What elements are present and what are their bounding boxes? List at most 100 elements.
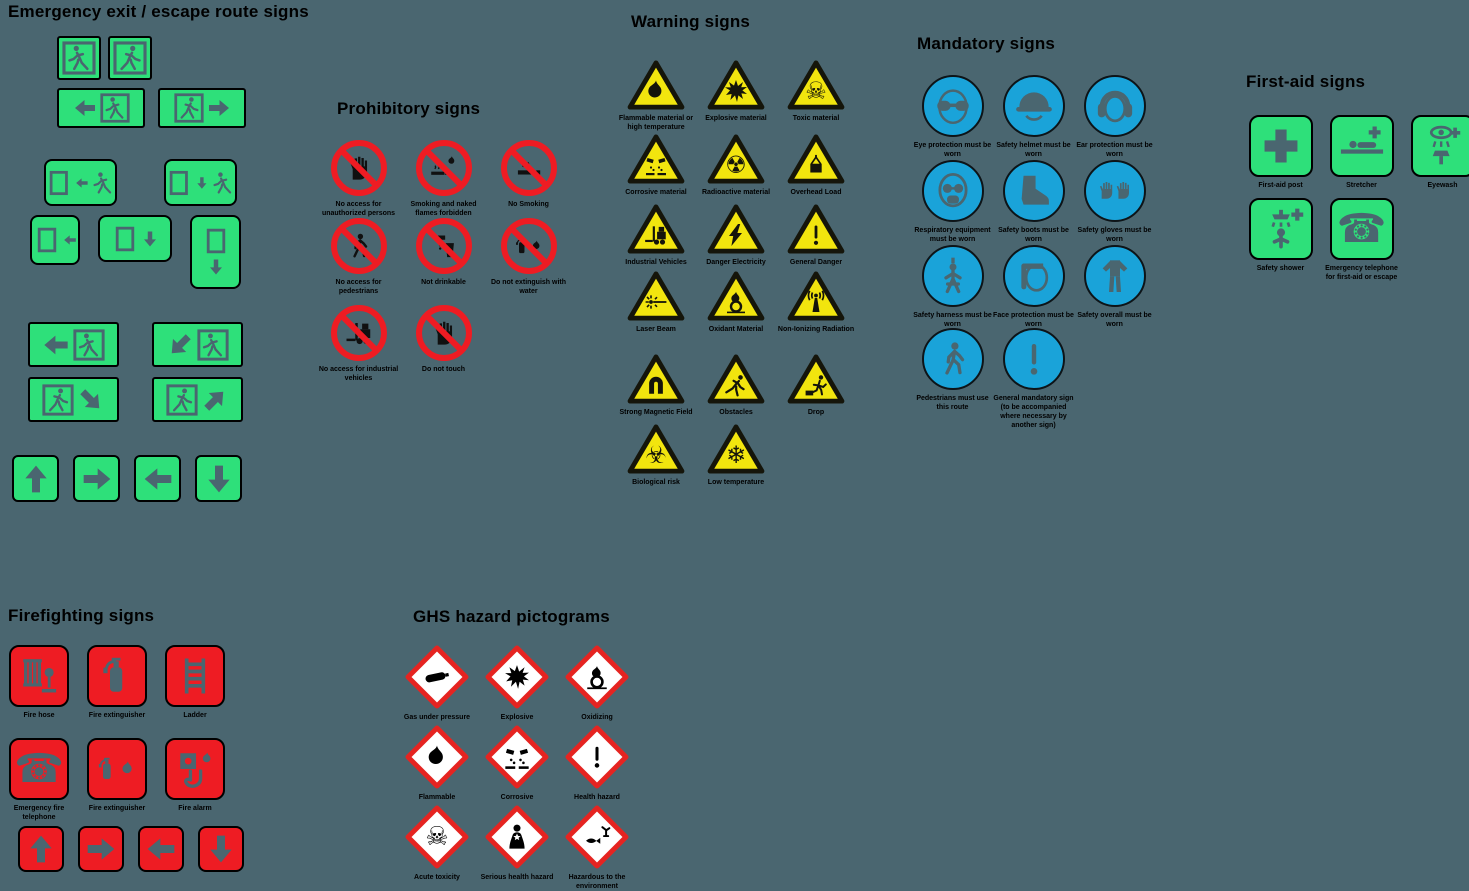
sign-explosive[interactable]	[485, 645, 549, 709]
sign-exit-man-right[interactable]	[108, 36, 152, 80]
sign-low-temperature[interactable]: ❄	[707, 424, 765, 474]
sign-fire-arrow-left[interactable]	[138, 826, 184, 872]
sign-do-not-extinguish-with-water[interactable]	[501, 218, 557, 274]
sign-arrow-right[interactable]	[73, 455, 120, 502]
sign-emergency-fire-telephone[interactable]: ☎	[9, 738, 69, 800]
sign-label: Acute toxicity	[414, 873, 460, 882]
sign-overhead-load[interactable]	[787, 134, 845, 184]
sign-industrial-vehicles[interactable]	[627, 204, 685, 254]
sign-escape-route-down-left[interactable]	[152, 322, 243, 367]
sign-door-left-arrow-runner[interactable]	[44, 159, 117, 206]
sign-door-arrow-left[interactable]	[30, 215, 80, 265]
sign-general-danger[interactable]	[787, 204, 845, 254]
sign-serious-health-hazard[interactable]	[485, 805, 549, 869]
pictogram-area	[565, 805, 629, 869]
sign-corrosive-material[interactable]	[627, 134, 685, 184]
section-title-firefighting: Firefighting signs	[8, 606, 154, 626]
pictogram-area	[32, 217, 78, 263]
sign-fire-extinguisher[interactable]	[87, 738, 147, 800]
sign-door-arrow-down[interactable]	[98, 215, 172, 262]
sign-label: Eye protection must be worn	[912, 141, 993, 159]
sign-biological-risk[interactable]: ☣	[627, 424, 685, 474]
sign-flammable[interactable]	[405, 725, 469, 789]
sign-no-smoking[interactable]	[501, 140, 557, 196]
sign-emergency-telephone-for-first-aid-or-escape[interactable]: ☎	[1330, 198, 1394, 260]
sign-door-down-arrow-runner[interactable]	[164, 159, 237, 206]
sign-fire-arrow-up[interactable]	[18, 826, 64, 872]
sign-respiratory-equipment-must-be-worn[interactable]	[922, 160, 984, 222]
shower-icon	[1258, 206, 1304, 252]
sign-eye-protection-must-be-worn[interactable]	[922, 75, 984, 137]
sign-ladder[interactable]	[165, 645, 225, 707]
sign-strong-magnetic-field[interactable]	[627, 354, 685, 404]
sign-door-arrow-down-tall[interactable]	[190, 215, 241, 289]
sign-exit-man-left[interactable]	[57, 36, 101, 80]
sign-oxidizing[interactable]	[565, 645, 629, 709]
sign-non-ionizing-radiation[interactable]	[787, 271, 845, 321]
sign-flammable-material-or-high-temperature[interactable]	[627, 60, 685, 110]
sign-cell: No access for industrial vehicles	[316, 305, 401, 383]
sign-gas-under-pressure[interactable]	[405, 645, 469, 709]
sign-pedestrians-must-use-this-route[interactable]	[922, 328, 984, 390]
sign-no-access-for-unauthorized-persons[interactable]	[331, 140, 387, 196]
sign-escape-runner-right-arrow[interactable]	[158, 88, 246, 128]
sign-no-access-for-industrial-vehicles[interactable]	[331, 305, 387, 361]
sign-oxidant-material[interactable]	[707, 271, 765, 321]
sign-fire-alarm[interactable]	[165, 738, 225, 800]
sign-label: Pedestrians must use this route	[912, 394, 993, 412]
sign-face-protection-must-be-worn[interactable]	[1003, 245, 1065, 307]
pictogram-area	[20, 828, 62, 870]
pictogram-area	[110, 38, 150, 78]
sign-not-drinkable[interactable]	[416, 218, 472, 274]
sign-eyewash[interactable]	[1411, 115, 1469, 177]
sign-safety-gloves-must-be-worn[interactable]	[1084, 160, 1146, 222]
sign-fire-extinguisher[interactable]	[87, 645, 147, 707]
sign-label: Oxidant Material	[709, 325, 763, 334]
sign-arrow-down[interactable]	[195, 455, 242, 502]
sign-escape-route-down-right[interactable]	[28, 377, 119, 422]
sign-cell: Health hazard	[557, 725, 637, 802]
sign-safety-harness-must-be-worn[interactable]	[922, 245, 984, 307]
sign-arrow-left[interactable]	[134, 455, 181, 502]
sign-corrosive[interactable]	[485, 725, 549, 789]
sign-fire-arrow-right[interactable]	[78, 826, 124, 872]
hose-icon	[18, 655, 60, 697]
sign-do-not-touch[interactable]	[416, 305, 472, 361]
sign-safety-shower[interactable]	[1249, 198, 1313, 260]
sign-cell: No access for unauthorized persons	[316, 140, 401, 218]
sign-first-aid-post[interactable]	[1249, 115, 1313, 177]
sign-smoking-and-naked-flames-forbidden[interactable]	[416, 140, 472, 196]
sign-label: Safety gloves must be worn	[1074, 226, 1155, 244]
sign-fire-hose[interactable]	[9, 645, 69, 707]
sign-escape-route-left[interactable]	[28, 322, 119, 367]
sign-acute-toxicity[interactable]: ☠	[405, 805, 469, 869]
corrosive-icon	[503, 743, 531, 771]
sign-escape-route-up-right[interactable]	[152, 377, 243, 422]
sign-obstacles[interactable]	[707, 354, 765, 404]
sign-hazardous-to-the-environment[interactable]	[565, 805, 629, 869]
sign-general-mandatory-sign-to-be-accompanied-where-necessary-by-another-sign[interactable]	[1003, 328, 1065, 390]
pictogram-area	[924, 247, 982, 305]
pictogram-area	[46, 161, 115, 204]
sign-safety-helmet-must-be-worn[interactable]	[1003, 75, 1065, 137]
sign-drop[interactable]	[787, 354, 845, 404]
pictogram-area	[59, 90, 143, 126]
sign-laser-beam[interactable]	[627, 271, 685, 321]
sign-cell: Non-Ionizing Radiation	[776, 271, 856, 334]
sign-arrow-up[interactable]	[12, 455, 59, 502]
sign-stretcher[interactable]	[1330, 115, 1394, 177]
sign-toxic-material[interactable]: ☠	[787, 60, 845, 110]
sign-health-hazard[interactable]	[565, 725, 629, 789]
sign-radioactive-material[interactable]: ☢	[707, 134, 765, 184]
sign-safety-boots-must-be-worn[interactable]	[1003, 160, 1065, 222]
sign-no-access-for-pedestrians[interactable]	[331, 218, 387, 274]
sign-explosive-material[interactable]	[707, 60, 765, 110]
sign-cell: Not drinkable	[401, 218, 486, 287]
sign-safety-overall-must-be-worn[interactable]	[1084, 245, 1146, 307]
sign-ear-protection-must-be-worn[interactable]	[1084, 75, 1146, 137]
sign-escape-left-arrow-runner[interactable]	[57, 88, 145, 128]
sign-fire-arrow-down[interactable]	[198, 826, 244, 872]
sign-danger-electricity[interactable]	[707, 204, 765, 254]
